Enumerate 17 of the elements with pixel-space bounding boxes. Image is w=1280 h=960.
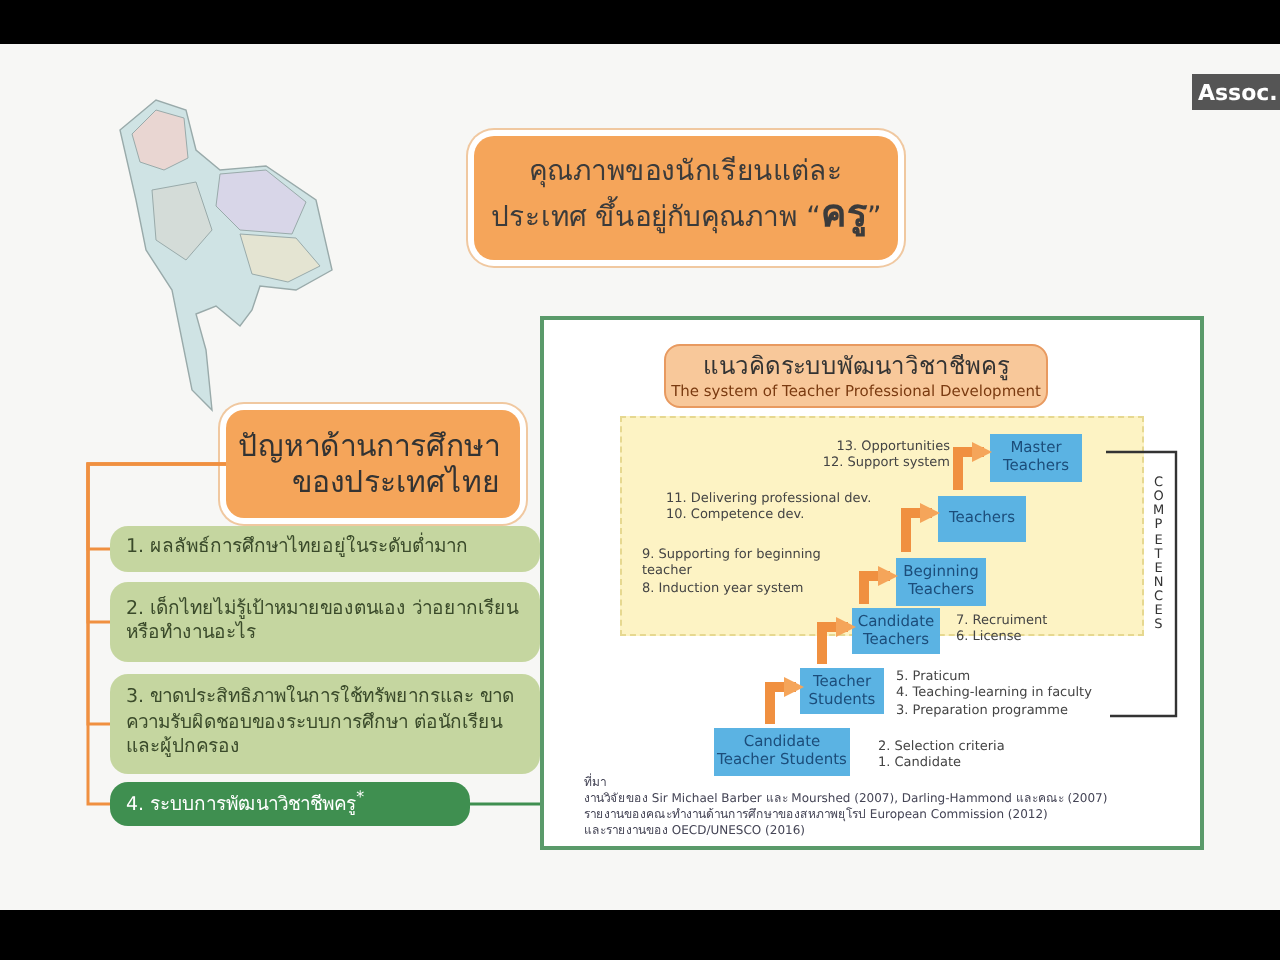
- list-item: 4. ระบบการพัฒนาวิชาชีพครู$^{*}$: [110, 782, 470, 826]
- list-item: 3. ขาดประสิทธิภาพในการใช้ทรัพยากรและ ขาดความรับผิดชอบของระบบการศึกษา ต่อนักเรียนและผู้ปกครอง: [110, 674, 540, 774]
- heading-banner: [664, 344, 1048, 408]
- connector-line: [470, 802, 540, 806]
- step-arrow: [859, 566, 898, 604]
- list-item: 2. เด็กไทยไม่รู้เป้าหมายของตนเอง ว่าอยากเรียนหรือทำงานอะไร: [110, 582, 540, 662]
- step-arrow: [817, 617, 856, 664]
- participant-name-tag: Assoc.: [1192, 74, 1280, 110]
- panel-box: [540, 316, 1204, 850]
- heading-box: ปัญหาด้านการศึกษา ของประเทศไทย: [226, 410, 520, 518]
- step-arrow: [901, 503, 940, 552]
- step-arrow: [765, 677, 804, 724]
- title-banner: คุณภาพของนักเรียนแต่ละประเทศ ขึ้นอยู่กับคุณภาพ “ครู”: [474, 136, 898, 260]
- step-arrow: [953, 442, 992, 490]
- connector-line: [86, 462, 226, 806]
- list-item: 1. ผลลัพธ์การศึกษาไทยอยู่ในระดับต่ำมาก: [110, 526, 540, 572]
- heading: แนวคิดระบบพัฒนาวิชาชีพครู: [703, 352, 1009, 382]
